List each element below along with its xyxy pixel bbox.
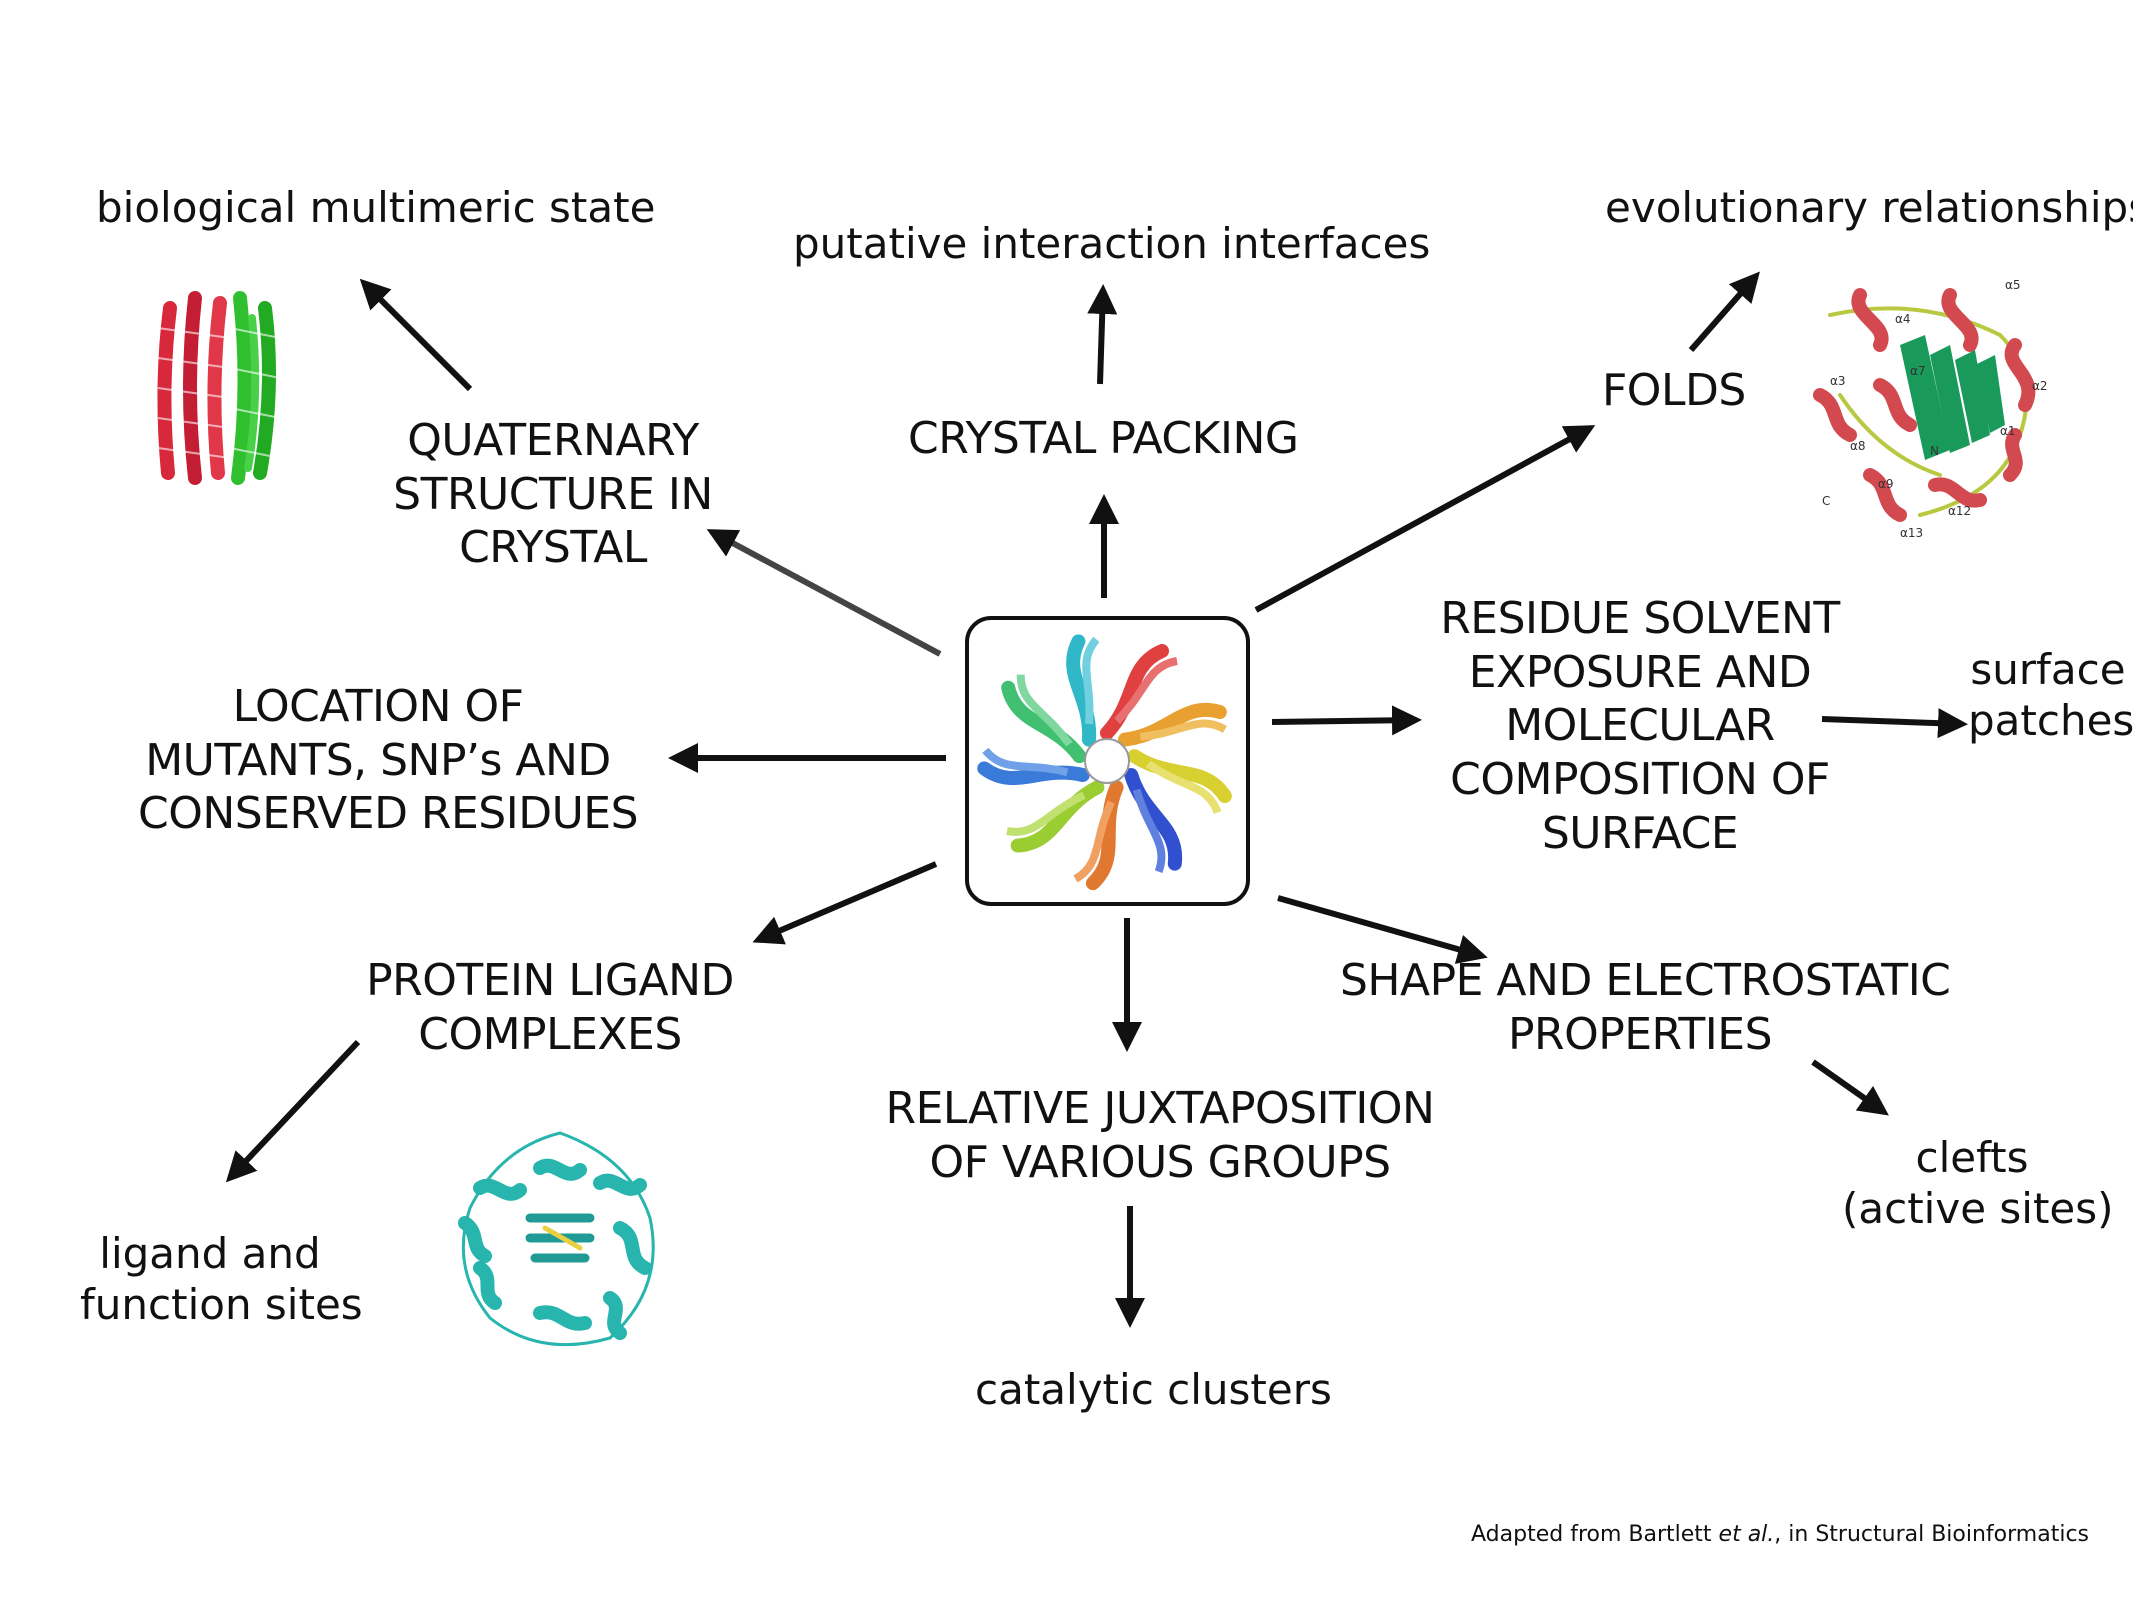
fold-label-a8: α8: [1850, 439, 1866, 453]
fold-label-a7: α7: [1910, 364, 1926, 378]
label-clefts: clefts (active sites): [1842, 1133, 2114, 1234]
arrow-to-folds: [1254, 425, 1596, 613]
fold-label-a9: α9: [1878, 477, 1894, 491]
label-protein-ligand-complexes: PROTEIN LIGAND COMPLEXES: [366, 955, 734, 1060]
label-evolutionary-relationships: evolutionary relationships: [1605, 183, 2133, 232]
fold-label-a2: α2: [2032, 379, 2048, 393]
label-biological-multimeric-state: biological multimeric state: [96, 183, 656, 232]
fold-label-a3: α3: [1830, 374, 1846, 388]
multimer-helix-image: [157, 291, 281, 485]
label-shape-electrostatic: SHAPE AND ELECTROSTATIC PROPERTIES: [1340, 955, 1951, 1060]
label-putative-interaction-interfaces: putative interaction interfaces: [793, 219, 1431, 268]
arrow-crystal-to-interfaces: [1087, 284, 1118, 385]
arrow-to-quaternary: [706, 529, 942, 657]
credit-prefix: Adapted from Bartlett: [1471, 1522, 1719, 1547]
label-catalytic-clusters: catalytic clusters: [975, 1365, 1332, 1414]
ligand-complex-image: [458, 1131, 655, 1347]
arrow-to-protein-ligand: [752, 861, 938, 945]
fold-label-a5: α5: [2005, 278, 2021, 292]
arrow-quaternary-to-multimeric: [359, 278, 473, 392]
credit-suffix: , in Structural Bioinformatics: [1774, 1522, 2089, 1547]
credit-italic: et al.: [1718, 1522, 1775, 1547]
label-quaternary-structure: QUATERNARY STRUCTURE IN CRYSTAL: [393, 415, 713, 574]
fold-label-a1: α1: [2000, 424, 2016, 438]
label-relative-juxtaposition: RELATIVE JUXTAPOSITION OF VARIOUS GROUPS: [885, 1083, 1435, 1188]
arrow-residue-to-patches: [1821, 708, 1968, 739]
ring-protein-image: [977, 634, 1232, 891]
arrow-to-residue-solvent: [1271, 705, 1422, 736]
label-crystal-packing: CRYSTAL PACKING: [908, 413, 1299, 464]
label-ligand-function-sites: ligand and function sites: [80, 1229, 363, 1330]
fold-label-a12: α12: [1948, 504, 1971, 518]
fold-label-a13: α13: [1900, 526, 1923, 540]
arrow-ligand-to-sites: [225, 1039, 361, 1183]
arrow-folds-to-evolutionary: [1688, 271, 1760, 352]
source-credit: Adapted from Bartlett et al., in Structu…: [1471, 1522, 2089, 1547]
arrow-shape-to-clefts: [1811, 1059, 1889, 1116]
label-surface-patches: surface patches: [1968, 645, 2133, 746]
fold-label-n: N: [1930, 444, 1939, 458]
central-protein-structure-box: [965, 616, 1250, 906]
fold-label-c: C: [1822, 494, 1830, 508]
label-residue-solvent-exposure: RESIDUE SOLVENT EXPOSURE AND MOLECULAR C…: [1440, 593, 1840, 859]
label-location-of-mutants: LOCATION OF MUTANTS, SNP’s AND CONSERVED…: [138, 681, 639, 840]
fold-label-a4: α4: [1895, 312, 1911, 326]
fold-ribbon-image: α5 α4 α3 α7 α2 α8 α1 α9 α12 α13 C N: [1813, 278, 2048, 540]
arrow-to-shape: [1277, 895, 1488, 964]
label-folds: FOLDS: [1602, 365, 1746, 416]
